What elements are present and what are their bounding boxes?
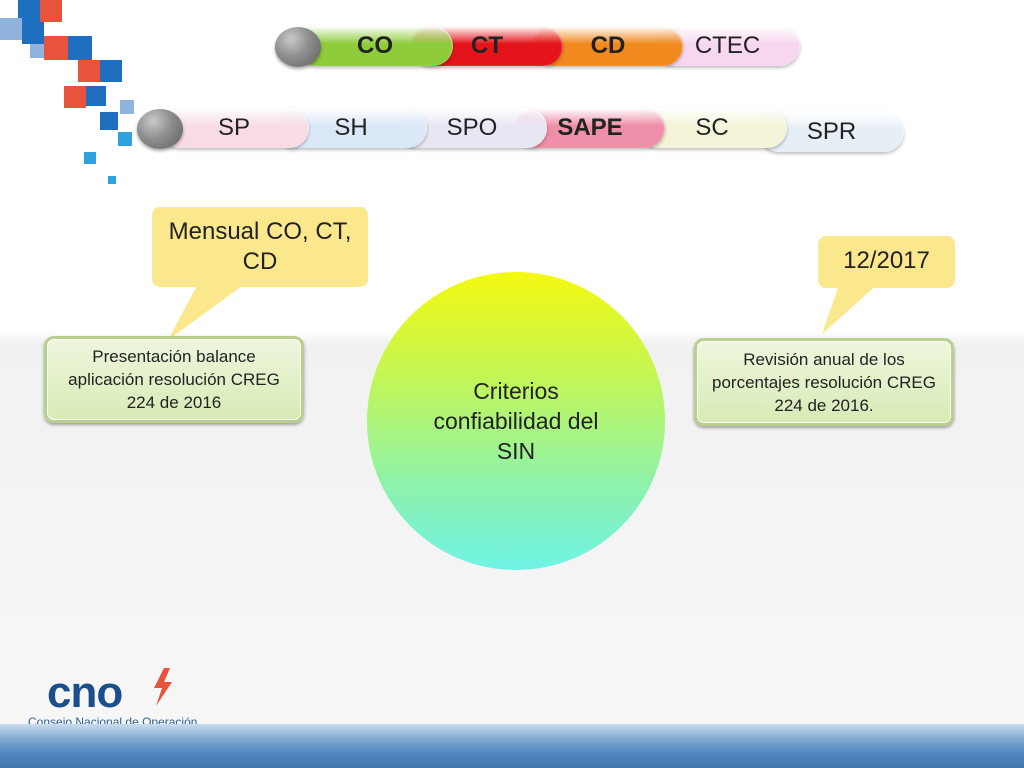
- segment-co: CO: [297, 26, 453, 66]
- second-segment-bar: SP SH SPO SAPE SC SPR: [137, 108, 907, 152]
- center-circle-text: Criterios confiabilidad del SIN: [433, 378, 599, 464]
- lightning-icon: [154, 668, 172, 706]
- center-circle: Criterios confiabilidad del SIN: [367, 272, 665, 570]
- footer-bar: [0, 724, 1024, 768]
- right-info-box: Revisión anual de los porcentajes resolu…: [694, 338, 954, 426]
- left-callout-tail: [168, 280, 250, 340]
- second-knob-icon: [137, 109, 183, 149]
- right-callout: 12/2017: [818, 236, 955, 288]
- left-info-box: Presentación balance aplicación resoluci…: [44, 336, 304, 423]
- logo-wordmark: cno: [47, 668, 123, 717]
- top-knob-icon: [275, 27, 321, 67]
- right-callout-tail: [822, 282, 880, 334]
- segment-sp: SP: [159, 108, 309, 148]
- top-segment-bar: CO CT CD CTEC: [275, 26, 805, 68]
- left-callout: Mensual CO, CT, CD: [152, 207, 368, 287]
